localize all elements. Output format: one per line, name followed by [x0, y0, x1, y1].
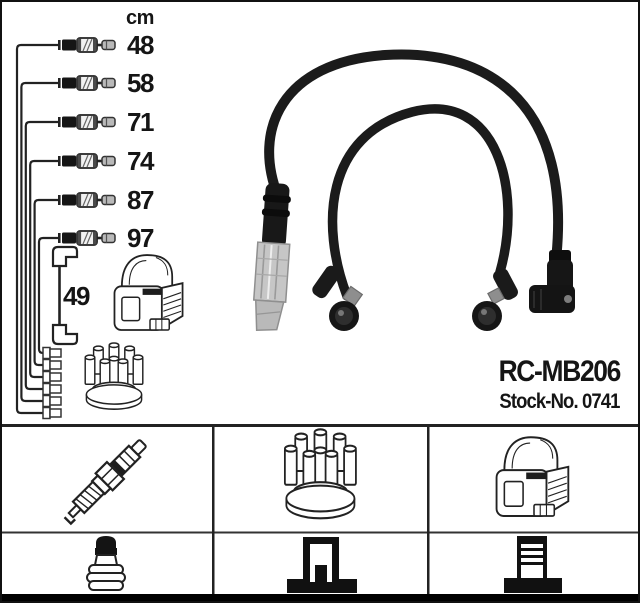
- inner-ignition-cable: [327, 104, 513, 301]
- ignition-coil-drawing: [113, 254, 184, 331]
- length-schematic: [15, 37, 184, 420]
- outer-ignition-cable: [264, 49, 564, 265]
- cable-length-97: 97: [127, 223, 154, 253]
- cable-length-71: 71: [127, 107, 154, 137]
- ignition-coil-icon: [495, 436, 570, 517]
- coil-terminal-icon: [287, 537, 357, 593]
- legend-table-grid: [0, 424, 640, 603]
- cable-length-58: 58: [127, 68, 154, 98]
- ignition-cable-photo: [252, 49, 575, 332]
- stock-number: Stock-No. 0741: [499, 390, 621, 413]
- distributor-cap-icon: [283, 428, 357, 520]
- cable-length-87: 87: [127, 185, 154, 215]
- part-number: RC-MB206: [498, 355, 622, 388]
- spark-plug-icon: [63, 439, 147, 526]
- cable-length-74: 74: [127, 146, 154, 176]
- distributor-terminal-icon: [504, 536, 562, 593]
- angled-elbow-boot: [529, 250, 575, 313]
- plug-terminal-nut-icon: [86, 536, 126, 591]
- round-distributor-connector-right: [472, 268, 518, 331]
- round-distributor-connector-left: [312, 265, 364, 331]
- unit-label: cm: [126, 7, 154, 29]
- distributor-terminal-stack: [42, 346, 62, 420]
- coil-wire-drawing: [51, 245, 79, 346]
- coil-wire-length: 49: [63, 281, 90, 311]
- metal-spark-plug-boot: [252, 183, 291, 332]
- cable-length-48: 48: [127, 30, 154, 60]
- distributor-cap-drawing: [84, 342, 144, 410]
